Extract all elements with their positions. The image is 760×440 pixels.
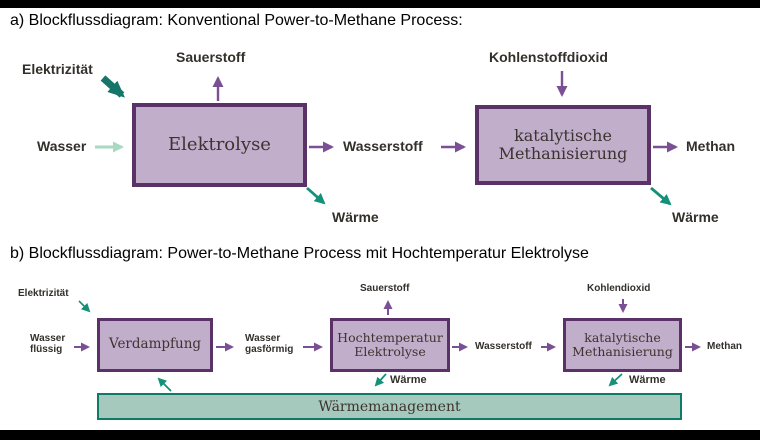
arrow-methanation-heat-to-management	[608, 373, 623, 387]
ht-electrolysis-box-line1: Hochtemperatur	[337, 329, 443, 345]
top-letterbox-bar	[0, 0, 760, 8]
methanation-box-b: katalytische Methanisierung	[563, 318, 682, 372]
water-liquid-line2: flüssig	[30, 344, 63, 355]
water-liquid-line1: Wasser	[30, 333, 66, 344]
bottom-letterbox-bar	[0, 430, 760, 440]
heat-label-b-methanation: Wärme	[629, 374, 666, 386]
carbon-dioxide-label-a: Kohlenstoffdioxid	[489, 49, 608, 65]
hydrogen-label-b: Wasserstoff	[475, 341, 532, 352]
ht-electrolysis-box-line2: Elektrolyse	[354, 344, 426, 359]
water-gaseous-label: Wasser gasförmig	[245, 333, 293, 355]
water-gaseous-line2: gasförmig	[245, 344, 294, 355]
arrow-electricity-to-electrolysis	[100, 75, 125, 98]
heat-label-a-methanation: Wärme	[672, 209, 719, 225]
heat-label-a-electrolysis: Wärme	[332, 209, 379, 225]
arrow-heat-management-to-evaporation	[157, 377, 172, 392]
electrolysis-box: Elektrolyse	[132, 103, 307, 187]
evaporation-box-label: Verdampfung	[108, 336, 202, 353]
heat-label-b-electrolysis: Wärme	[390, 374, 427, 386]
methanation-box-b-line2: Methanisierung	[572, 344, 673, 359]
diagram-b-title: b) Blockflussdiagram: Power-to-Methane P…	[10, 245, 589, 262]
heat-management-box-label: Wärmemanagement	[318, 398, 461, 415]
water-gaseous-line1: Wasser	[245, 333, 281, 344]
methane-label-a: Methan	[686, 138, 735, 154]
methanation-box-b-line1: katalytische	[584, 329, 661, 345]
arrow-ht-electrolysis-heat-to-management	[374, 373, 387, 387]
arrow-electricity-to-evaporation	[78, 300, 91, 313]
oxygen-label-a: Sauerstoff	[176, 49, 246, 65]
diagram-a-title: a) Blockflussdiagram: Konventional Power…	[10, 12, 463, 29]
water-label-a: Wasser	[37, 138, 87, 154]
electricity-label-b: Elektrizität	[18, 288, 69, 299]
water-liquid-label: Wasser flüssig	[30, 333, 65, 355]
methanation-box-a: katalytische Methanisierung	[475, 105, 651, 185]
heat-management-box: Wärmemanagement	[97, 393, 682, 420]
carbon-dioxide-label-b: Kohlendioxid	[587, 283, 651, 294]
electricity-label-a: Elektrizität	[22, 61, 93, 77]
arrow-methanation-to-heat-a	[650, 186, 672, 206]
methanation-box-a-line1: katalytische	[514, 125, 612, 145]
arrow-electrolysis-to-heat-a	[306, 186, 326, 205]
hydrogen-label-a: Wasserstoff	[343, 138, 423, 154]
evaporation-box: Verdampfung	[97, 318, 213, 372]
oxygen-label-b: Sauerstoff	[360, 283, 410, 294]
methanation-box-a-line2: Methanisierung	[498, 144, 628, 163]
ht-electrolysis-box: Hochtemperatur Elektrolyse	[330, 318, 450, 372]
methane-label-b: Methan	[707, 341, 742, 352]
electrolysis-box-label: Elektrolyse	[168, 133, 271, 155]
